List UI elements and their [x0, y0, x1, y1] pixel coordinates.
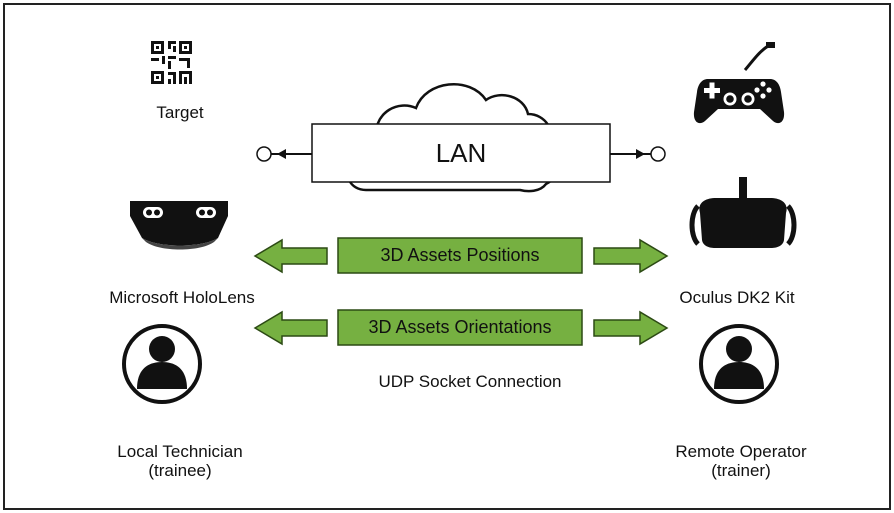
arrow-orientations-right	[593, 310, 669, 346]
orientations-channel-label: 3D Assets Orientations	[368, 317, 552, 337]
gamepad-icon	[693, 42, 785, 124]
user-avatar-icon-right	[699, 324, 779, 404]
lan-connector-right-arrowhead	[636, 149, 645, 159]
local-technician-label: Local Technician	[117, 442, 243, 461]
oculus-headset-icon	[689, 177, 797, 248]
arrow-positions-right	[593, 238, 669, 274]
hololens-label: Microsoft HoloLens	[109, 288, 255, 307]
oculus-label: Oculus DK2 Kit	[679, 288, 795, 307]
lan-label: LAN	[435, 137, 487, 168]
positions-channel-box	[337, 237, 583, 274]
hololens-headset-icon	[130, 201, 228, 250]
positions-channel-label: 3D Assets Positions	[380, 245, 540, 265]
trainer-label: (trainer)	[711, 461, 771, 480]
orientations-channel-box	[337, 309, 583, 346]
lan-connector-left-arrowhead	[277, 149, 286, 159]
user-avatar-icon-left	[122, 324, 202, 404]
target-label: Target	[156, 103, 204, 122]
remote-operator-label: Remote Operator	[675, 442, 807, 461]
arrow-positions-left	[253, 238, 328, 274]
udp-connection-label: UDP Socket Connection	[378, 372, 562, 391]
lan-endpoint-left	[256, 146, 272, 162]
lan-endpoint-right	[650, 146, 666, 162]
lan-box	[311, 123, 611, 183]
arrow-orientations-left	[253, 310, 328, 346]
qr-code-icon	[151, 41, 192, 84]
trainee-label: (trainee)	[148, 461, 212, 480]
